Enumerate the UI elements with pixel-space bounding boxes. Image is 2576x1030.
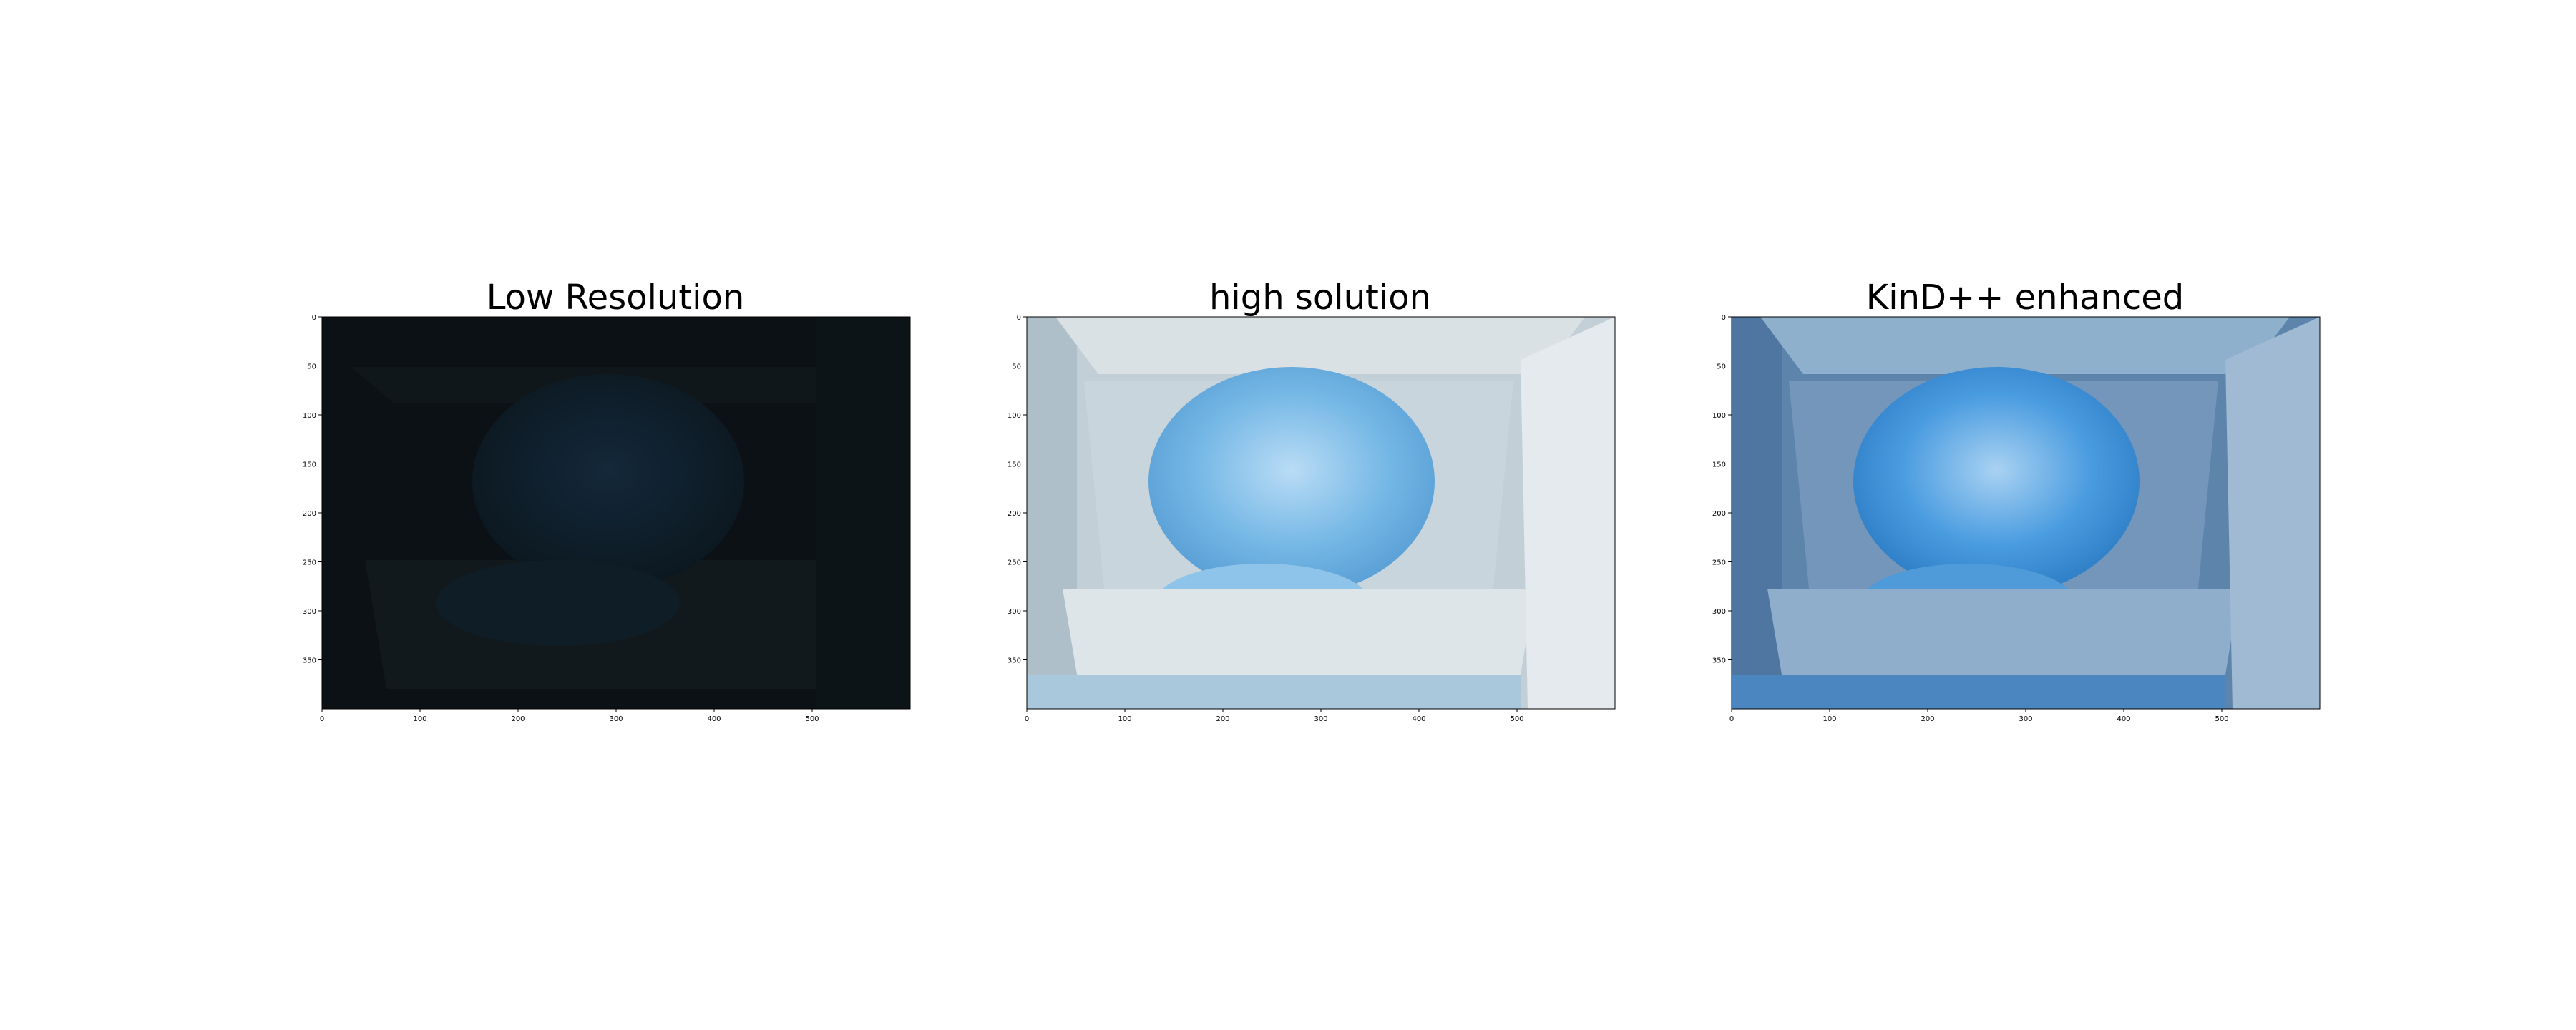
y-tick-label: 0 [1722,314,1726,322]
y-tick-label: 50 [1012,363,1021,371]
drawer-front [1767,589,2240,675]
floor [1732,675,2225,709]
panel-title: high solution [1209,278,1431,318]
panel-title: KinD++ enhanced [1866,278,2185,318]
y-tick-label: 0 [1017,314,1021,322]
panel-high-solution: high solution [1026,278,1616,710]
x-tick-label: 0 [1025,715,1029,723]
x-tick-label: 400 [707,715,721,723]
right-door [2225,317,2320,709]
y-tick-label: 200 [1008,510,1021,518]
drawer-shelf [1055,317,1585,374]
x-tick-label: 400 [1412,715,1425,723]
x-tick-label: 500 [805,715,819,723]
x-tick-label: 200 [1216,715,1229,723]
y-tick-label: 250 [1008,559,1021,567]
y-tick-label: 0 [312,314,316,322]
y-tick-label: 100 [1008,412,1021,420]
image-low-resolution [321,316,911,710]
drawer-shelf [1760,317,2290,374]
right-door [816,317,910,709]
y-tick-label: 50 [307,363,316,371]
panel-low-resolution: Low Resolution [321,278,911,710]
y-tick-label: 50 [1717,363,1726,371]
x-tick-label: 200 [1921,715,1934,723]
y-tick-label: 350 [303,657,316,665]
x-tick-label: 100 [413,715,426,723]
image-kind-enhanced [1731,316,2321,710]
ice-bag [1853,367,2140,596]
x-tick-label: 500 [1510,715,1523,723]
y-tick-label: 200 [303,510,316,518]
y-tick-label: 250 [1712,559,1726,567]
x-tick-label: 400 [2117,715,2130,723]
ice-bag-lower [436,560,680,646]
x-tick-label: 0 [320,715,324,723]
left-wall [1027,317,1077,709]
image-high-solution [1026,316,1616,710]
right-door [1521,317,1615,709]
y-tick-label: 150 [303,461,316,469]
y-tick-label: 250 [303,559,316,567]
y-tick-label: 200 [1712,510,1726,518]
x-tick-label: 300 [1314,715,1327,723]
left-wall [1732,317,1782,709]
y-tick-label: 300 [303,608,316,616]
x-tick-label: 100 [1118,715,1131,723]
y-tick-label: 150 [1712,461,1726,469]
ice-bag [1148,367,1435,596]
y-tick-label: 150 [1008,461,1021,469]
x-tick-label: 0 [1729,715,1734,723]
y-tick-label: 350 [1712,657,1726,665]
panel-kind-enhanced: KinD++ enhanced [1731,278,2321,710]
x-tick-label: 300 [609,715,623,723]
drawer-front [1063,589,1535,675]
x-tick-label: 300 [2019,715,2032,723]
panel-title: Low Resolution [487,278,745,318]
ice-bag [472,374,744,589]
x-tick-label: 500 [2215,715,2228,723]
x-tick-label: 100 [1823,715,1836,723]
y-tick-label: 300 [1008,608,1021,616]
x-tick-label: 200 [511,715,525,723]
y-tick-label: 350 [1008,657,1021,665]
floor [1027,675,1521,709]
y-tick-label: 300 [1712,608,1726,616]
y-tick-label: 100 [1712,412,1726,420]
y-tick-label: 100 [303,412,316,420]
